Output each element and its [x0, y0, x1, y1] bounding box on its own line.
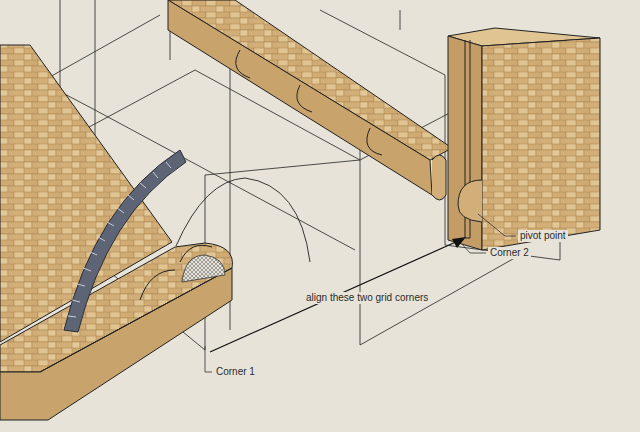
end-block [448, 28, 600, 250]
callout-label: Corner 2 [488, 247, 531, 259]
callout-label: pivot point [518, 230, 568, 242]
pivot-hatch [182, 255, 225, 282]
comb-arc [64, 150, 186, 332]
callout-label: align these two grid corners [304, 292, 430, 304]
back-rail [168, 0, 452, 200]
align-arrow [210, 237, 466, 352]
grid-lines [0, 0, 560, 350]
front-rail [0, 243, 232, 420]
guide-arc [176, 178, 310, 262]
callout-label: Corner 1 [214, 366, 257, 378]
leader-lines [205, 214, 516, 372]
